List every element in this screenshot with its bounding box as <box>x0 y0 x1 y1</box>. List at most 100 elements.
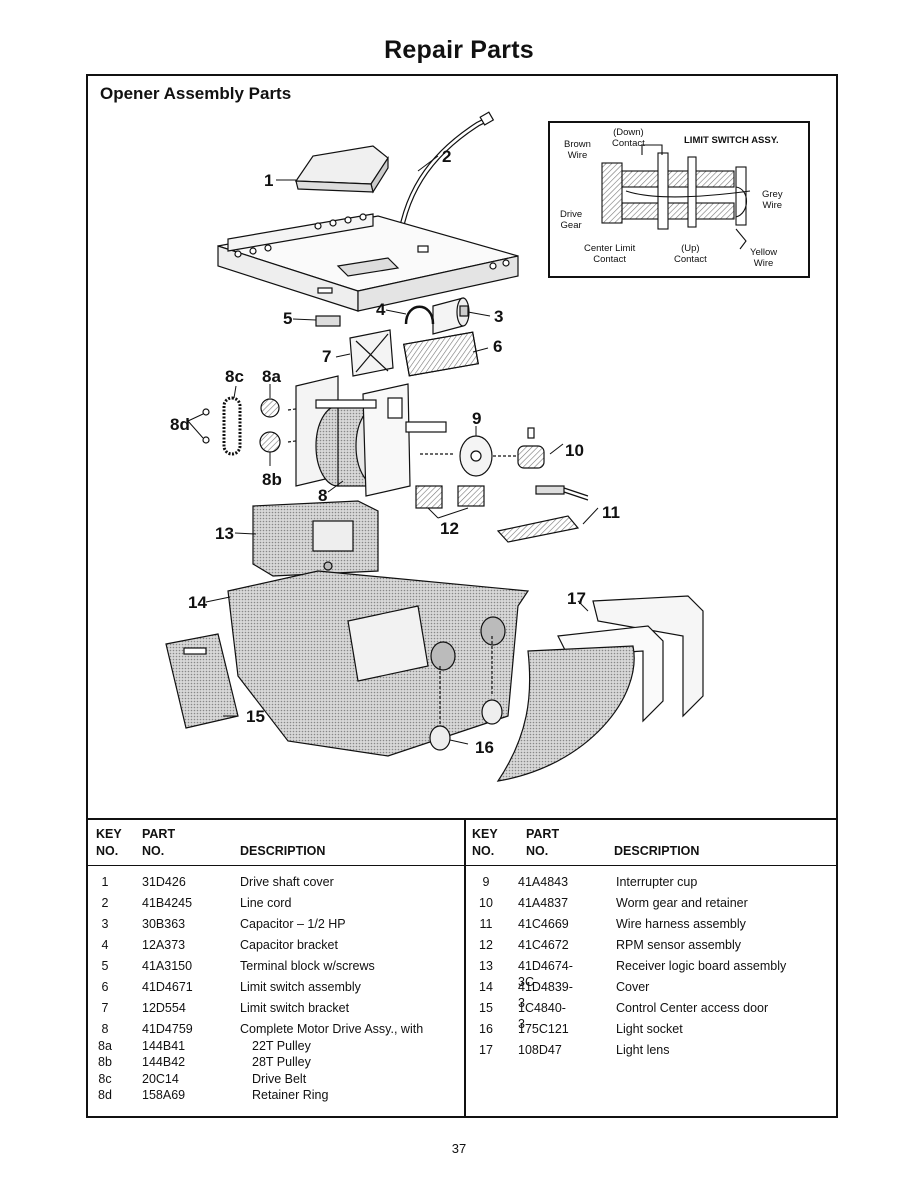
part-description: Terminal block w/screws <box>240 959 375 973</box>
worm-gear-part <box>493 427 545 469</box>
part-description: Line cord <box>240 896 292 910</box>
key-no: 8c <box>98 1072 112 1086</box>
callout-8b: 8b <box>262 470 282 489</box>
callout-5: 5 <box>283 309 293 328</box>
key-no: 11 <box>479 917 493 931</box>
key-no: 7 <box>101 1001 109 1015</box>
part-no: 41D4839-3 <box>518 980 573 1010</box>
key-no: 15 <box>479 1001 493 1015</box>
terminal-block-part <box>315 315 341 327</box>
capacitor-part <box>432 297 470 335</box>
key-no: 14 <box>479 980 493 994</box>
part-no: 41D4674-3C <box>518 959 573 989</box>
header-rule <box>88 865 464 866</box>
part-description: Wire harness assembly <box>616 917 746 931</box>
key-no: 4 <box>101 938 109 952</box>
part-description: RPM sensor assembly <box>616 938 742 952</box>
part-description: Complete Motor Drive Assy., with <box>240 1022 424 1036</box>
part-description: Retainer Ring <box>252 1088 329 1102</box>
key-no: 17 <box>479 1043 493 1057</box>
callout-8: 8 <box>318 486 328 505</box>
part-no: 41C4669 <box>518 917 569 931</box>
inset-label-up-contact: (Up) Contact <box>674 243 707 265</box>
drive-belt-part <box>222 396 242 456</box>
header-description: DESCRIPTION <box>240 844 326 858</box>
part-description: Drive shaft cover <box>240 875 334 889</box>
inset-label-grey-wire: Grey Wire <box>762 189 783 211</box>
part-description: Light lens <box>616 1043 670 1057</box>
part-no: 1C4840-3 <box>518 1001 566 1031</box>
part-description: Interrupter cup <box>616 875 698 889</box>
part-no: 41D4759 <box>142 1022 193 1036</box>
part-description: Limit switch bracket <box>240 1001 350 1015</box>
part-no: 158A69 <box>142 1088 186 1102</box>
receiver-logic-board-part <box>252 500 379 577</box>
chassis-part <box>217 213 519 312</box>
part-description: Cover <box>616 980 650 994</box>
callout-12: 12 <box>440 519 459 538</box>
key-no: 6 <box>101 980 109 994</box>
key-no: 8d <box>98 1088 112 1102</box>
rpm-sensor-part <box>415 485 485 509</box>
limit-switch-drawing <box>601 144 751 250</box>
callout-1: 1 <box>264 171 274 190</box>
part-no: 20C14 <box>142 1072 179 1086</box>
part-no: 144B42 <box>142 1055 186 1069</box>
part-no: 41A4837 <box>518 896 569 910</box>
part-no: 31D426 <box>142 875 186 889</box>
header-description: DESCRIPTION <box>614 844 700 858</box>
inset-title: LIMIT SWITCH ASSY. <box>684 135 779 146</box>
inset-label-down-contact: (Down) Contact <box>612 127 645 149</box>
callout-17: 17 <box>567 589 586 608</box>
part-description: Capacitor bracket <box>240 938 338 952</box>
inset-label-center-limit: Center Limit Contact <box>584 243 636 265</box>
access-door-part <box>165 633 239 729</box>
limit-switch-assembly-part <box>403 331 479 377</box>
key-no: 1 <box>101 875 109 889</box>
callout-8d: 8d <box>170 415 190 434</box>
light-socket-part <box>429 636 503 751</box>
limit-switch-inset: LIMIT SWITCH ASSY. Brown Wire (Down) Con… <box>548 121 810 278</box>
callout-8c: 8c <box>225 367 244 386</box>
callout-7: 7 <box>322 347 332 366</box>
part-no: 30B363 <box>142 917 186 931</box>
page-title: Repair Parts <box>384 36 534 64</box>
key-no: 8 <box>101 1022 109 1036</box>
key-no: 9 <box>482 875 490 889</box>
part-description: 28T Pulley <box>252 1055 311 1069</box>
part-no: 41A4843 <box>518 875 569 889</box>
part-description: Receiver logic board assembly <box>616 959 787 973</box>
callout-14: 14 <box>188 593 207 612</box>
callout-2: 2 <box>442 147 452 166</box>
callout-11: 11 <box>602 503 620 522</box>
key-no: 8a <box>98 1039 112 1053</box>
callout-8a: 8a <box>262 367 281 386</box>
part-no: 41C4672 <box>518 938 569 952</box>
part-description: Capacitor – 1/2 HP <box>240 917 346 931</box>
part-no: 41D4671 <box>142 980 193 994</box>
parts-illustration <box>165 111 704 782</box>
inset-label-brown-wire: Brown Wire <box>564 139 591 161</box>
callout-10: 10 <box>565 441 584 460</box>
part-no: 12D554 <box>142 1001 186 1015</box>
callout-13: 13 <box>215 524 234 543</box>
callout-16: 16 <box>475 738 494 757</box>
key-no: 2 <box>101 896 109 910</box>
part-description: Drive Belt <box>252 1072 307 1086</box>
part-description: Limit switch assembly <box>240 980 361 994</box>
inset-label-drive-gear: Drive Gear <box>560 209 583 231</box>
interrupter-cup-part <box>418 435 493 477</box>
part-no: 175C121 <box>518 1022 569 1036</box>
callout-6: 6 <box>493 337 503 356</box>
drive-shaft-cover-part <box>294 145 389 194</box>
part-no: 12A373 <box>142 938 186 952</box>
key-no: 3 <box>101 917 109 931</box>
key-no: 12 <box>479 938 493 952</box>
